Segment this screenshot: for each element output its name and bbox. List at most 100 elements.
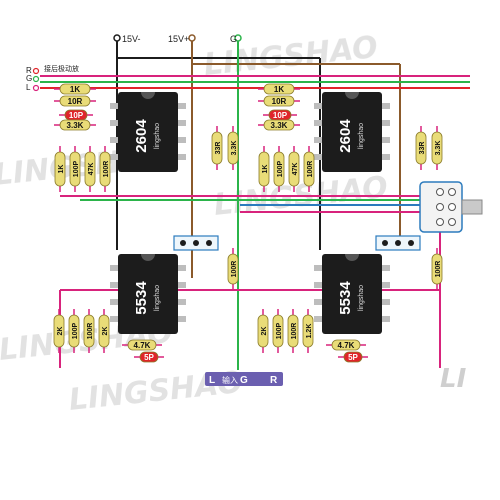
chip-pin [382,282,390,288]
chip-pin [178,120,186,126]
resistor-label: 100R [231,261,238,278]
resistor: 1K [258,83,300,95]
input-l-label: L [26,83,31,92]
resistor-label: 100R [87,323,94,340]
chip-pin [178,282,186,288]
resistor: 33R [415,126,427,170]
resistor-label: 10P [273,111,288,120]
power-neg-terminal [113,34,121,42]
resistor: 100R [227,248,239,290]
resistor: 47K [84,146,96,192]
chip-body [322,254,382,334]
resistor: 1.2K [302,309,314,353]
chip-pin [314,282,322,288]
chip-pin [314,103,322,109]
power-labels: 15V- 15V+ G [113,34,242,44]
ic-chip-u2: 123487652604lingshao [314,92,390,172]
chip-pin [110,120,118,126]
power-pos-terminal [188,34,196,42]
power-gnd-label: G [230,34,237,44]
chip-pin [382,103,390,109]
resistor: 100R [303,146,315,192]
resistor: 10P [59,109,93,121]
chip-pin [178,316,186,322]
chip-pin [314,120,322,126]
chip-pin [382,316,390,322]
power-neg-label: 15V- [122,34,141,44]
chip-pin [382,137,390,143]
chip-pin [314,299,322,305]
chip-body [118,92,178,172]
chip-pin [110,265,118,271]
chip-pin [382,299,390,305]
resistor-label: 1K [274,85,284,94]
resistor: 1K [54,146,66,192]
resistor: 100R [99,146,111,192]
chip-pin [110,316,118,322]
chip-pin [382,265,390,271]
chip-pin [314,154,322,160]
resistor-label: 3.3K [435,141,442,156]
chip-pin [178,265,186,271]
chip-layer: 123487652604lingshao123487652604lingshao… [110,92,390,334]
chip-brand: lingshao [154,285,161,311]
chip-pin [314,265,322,271]
chip-pin [314,316,322,322]
chip-model: 5534 [133,281,150,315]
ic-chip-u3: 123487655534lingshao [110,254,186,334]
resistor-label: 3.3K [67,121,84,130]
resistor: 3.3K [258,119,300,131]
resistor-label: 5P [348,353,358,362]
power-pos-label: 15V+ [168,34,189,44]
resistor-label: 100R [103,161,110,178]
chip-pin [110,154,118,160]
input-g-terminal [32,75,40,83]
jumper-header-left [173,235,219,251]
chip-pin [110,282,118,288]
output-r-label: R [270,375,278,386]
resistor: 1K [258,146,270,192]
potentiometer [419,181,483,233]
resistor: 5P [134,351,164,363]
resistor: 2K [53,309,65,353]
input-note: 接后极动放 [44,64,79,73]
resistor: 10R [54,95,96,107]
resistor: 4.7K [122,339,162,351]
input-r-terminal [32,67,40,75]
resistor: 100P [273,146,285,192]
resistor: 100P [69,146,81,192]
resistor: 100P [272,309,284,353]
chip-pin [178,137,186,143]
chip-pin [178,103,186,109]
chip-pin [178,154,186,160]
resistor-label: 100P [276,323,283,340]
resistor: 4.7K [326,339,366,351]
resistor-label: 1K [58,165,65,174]
input-g-label: G [26,74,32,83]
chip-notch [141,254,155,261]
ic-chip-u1: 123487652604lingshao [110,92,186,172]
resistor-label: 3.3K [231,141,238,156]
chip-pin [178,299,186,305]
chip-brand: lingshao [154,123,161,149]
resistor-label: 2K [57,327,64,336]
output-bar: L 输入 G R [205,372,283,386]
resistor-label: 100R [435,261,442,278]
chip-model: 2604 [133,119,150,153]
input-labels: R G L 接后极动放 [26,64,79,92]
resistor: 47K [288,146,300,192]
chip-model: 2604 [337,119,354,153]
resistor-label: 2K [261,327,268,336]
resistor-label: 1K [70,85,80,94]
input-l-terminal [32,84,40,92]
resistor-label: 100P [73,161,80,178]
resistor: 3.3K [431,126,443,170]
resistor-label: 100R [307,161,314,178]
chip-model: 5534 [337,281,354,315]
resistor-label: 4.7K [338,341,355,350]
chip-pin [110,137,118,143]
chip-pin [110,299,118,305]
resistor-label: 33R [419,142,426,155]
chip-notch [141,92,155,99]
